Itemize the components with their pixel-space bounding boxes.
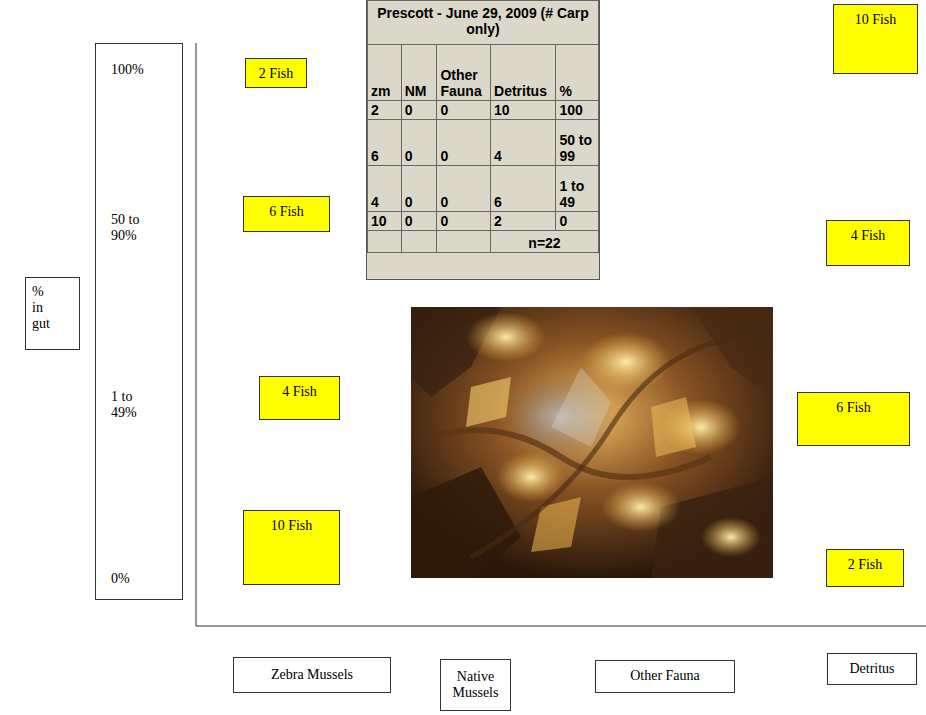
table-count: n=22	[491, 231, 599, 253]
table-header: Other Fauna	[437, 45, 491, 101]
scale-label: 1 to 49%	[111, 389, 153, 421]
table-cell: 1 to 49	[556, 166, 599, 212]
table-cell: 0	[437, 212, 491, 231]
table-cell-empty	[437, 231, 491, 253]
table-cell: 0	[401, 212, 437, 231]
table-cell: 6	[491, 166, 556, 212]
table-cell: 4	[491, 120, 556, 166]
box-text: 4 Fish	[831, 228, 905, 244]
box-text: 10 Fish	[248, 518, 335, 534]
scale-label: 0%	[111, 571, 161, 587]
fish-count-box: 6 Fish	[243, 196, 330, 232]
table-cell: 2	[368, 101, 402, 120]
table-cell: 4	[368, 166, 402, 212]
table-cell: 0	[437, 166, 491, 212]
table-cell: 0	[437, 120, 491, 166]
table-cell: 0	[401, 120, 437, 166]
table-title: Prescott - June 29, 2009 (# Carp only)	[368, 1, 599, 45]
scale-label: 100%	[111, 62, 171, 78]
table-header: Detritus	[491, 45, 556, 101]
table-cell: 0	[556, 212, 599, 231]
fish-count-box: 2 Fish	[826, 549, 904, 587]
x-axis	[196, 626, 926, 627]
fish-count-box: 4 Fish	[826, 220, 910, 266]
table-header: NM	[401, 45, 437, 101]
y-axis	[196, 43, 197, 626]
table-cell: 0	[437, 101, 491, 120]
box-text: Native Mussels	[447, 669, 504, 701]
data-table-grid: Prescott - June 29, 2009 (# Carp only)zm…	[367, 0, 599, 253]
fish-count-box: 10 Fish	[833, 4, 918, 74]
percent-scale-box: 100% 50 to 90% 1 to 49% 0%	[95, 43, 183, 600]
axis-title-box: % in gut	[25, 277, 80, 350]
data-table: Prescott - June 29, 2009 (# Carp only)zm…	[366, 0, 600, 280]
fish-count-box: 10 Fish	[243, 510, 340, 585]
gut-content-photo	[411, 307, 773, 578]
box-text: 2 Fish	[250, 66, 302, 82]
category-box: Native Mussels	[440, 659, 511, 711]
box-text: Zebra Mussels	[271, 667, 353, 683]
category-box: Zebra Mussels	[233, 657, 391, 693]
fish-count-box: 4 Fish	[259, 376, 340, 420]
fish-count-box: 2 Fish	[245, 58, 307, 88]
table-cell: 6	[368, 120, 402, 166]
box-text: 2 Fish	[831, 557, 899, 573]
table-cell: 10	[368, 212, 402, 231]
box-text: 6 Fish	[248, 204, 325, 220]
table-cell-empty	[401, 231, 437, 253]
table-cell: 2	[491, 212, 556, 231]
box-text: 10 Fish	[838, 12, 913, 28]
table-cell: 100	[556, 101, 599, 120]
box-text: % in gut	[32, 284, 56, 332]
category-box: Detritus	[827, 653, 917, 685]
box-text: 6 Fish	[802, 400, 905, 416]
box-text: Detritus	[849, 661, 894, 677]
scale-label: 50 to 90%	[111, 212, 157, 244]
table-header: zm	[368, 45, 402, 101]
table-cell: 0	[401, 101, 437, 120]
table-cell-empty	[368, 231, 402, 253]
table-cell: 50 to 99	[556, 120, 599, 166]
box-text: 4 Fish	[264, 384, 335, 400]
table-cell: 10	[491, 101, 556, 120]
table-cell: 0	[401, 166, 437, 212]
table-header: %	[556, 45, 599, 101]
fish-count-box: 6 Fish	[797, 392, 910, 446]
box-text: Other Fauna	[630, 668, 700, 684]
category-box: Other Fauna	[595, 660, 735, 693]
